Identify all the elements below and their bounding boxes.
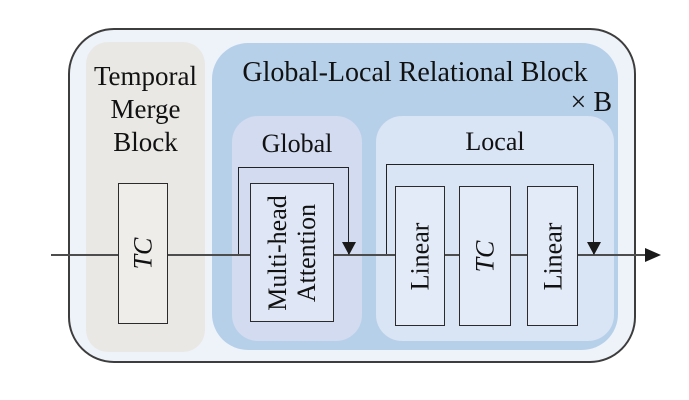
temporal-merge-block-title: Temporal Merge Block [93,61,198,157]
temporal-conv-box-local: TC [459,186,511,326]
global-skip-connection [238,167,349,255]
linear-box-1-label: Linear [405,222,435,290]
local-skip-arrowhead-icon [587,242,601,255]
temporal-conv-box: TC [118,183,168,324]
local-skip-connection [386,164,594,255]
glrb-title: Global-Local Relational Block [242,57,588,88]
temporal-conv-label: TC [128,237,158,270]
linear-box-2-label: Linear [538,222,567,290]
local-sub-block-title: Local [465,127,525,156]
repeat-count-label: × B [570,87,612,118]
multi-head-attention-box: Multi-head Attention [250,183,334,322]
linear-box-2: Linear [527,186,578,326]
main-flow-line [51,254,648,256]
output-arrowhead-icon [645,248,661,262]
linear-box-1: Linear [395,186,445,326]
multi-head-attention-label: Multi-head Attention [263,194,321,311]
global-sub-block-title: Global [261,129,333,158]
global-skip-arrowhead-icon [342,242,356,255]
temporal-conv-local-label: TC [470,240,500,272]
